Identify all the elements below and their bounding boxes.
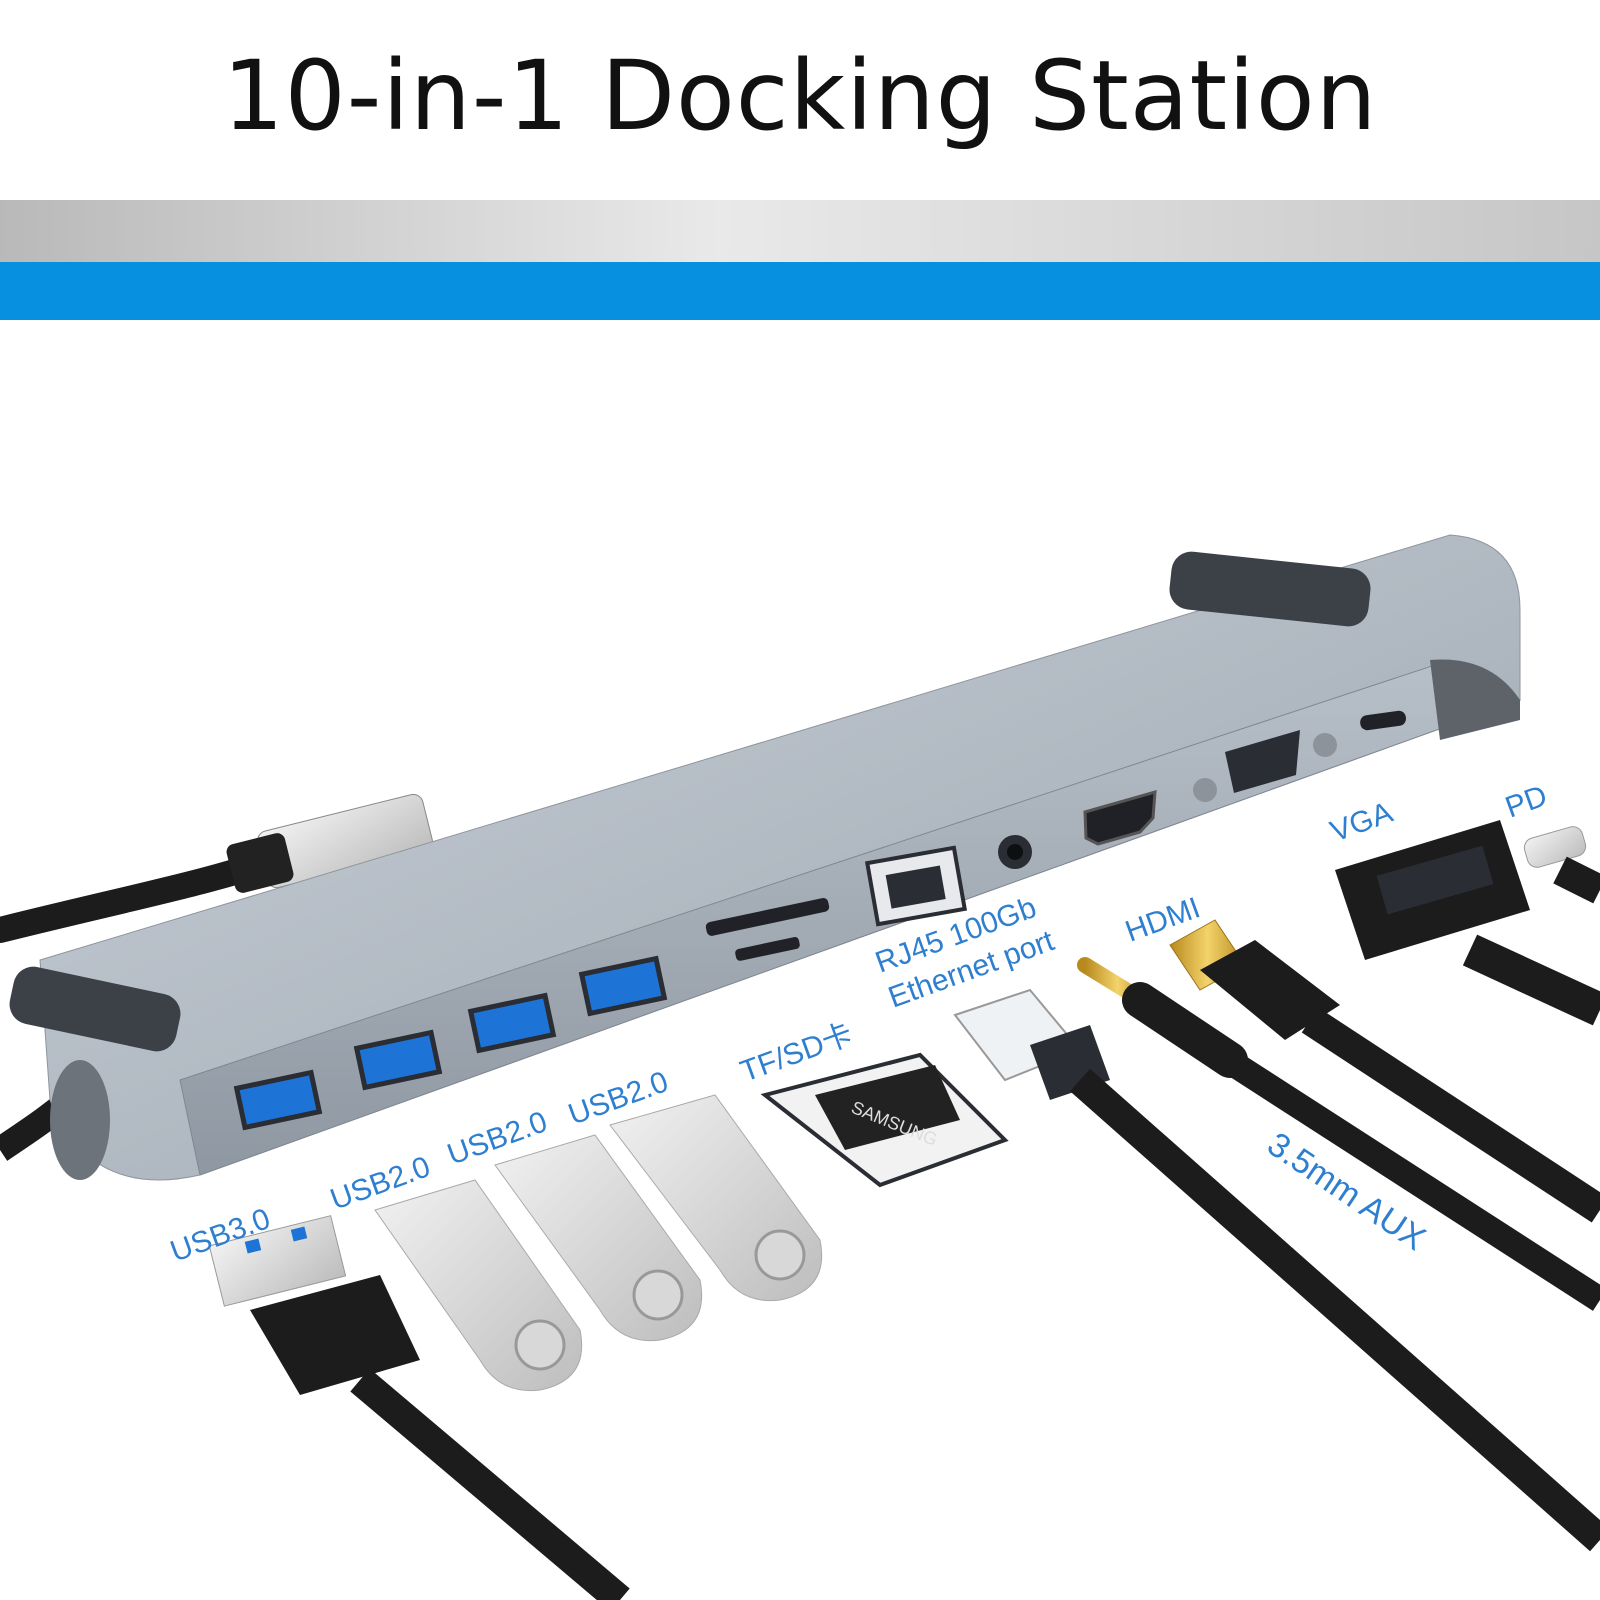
usb-port-4 bbox=[578, 955, 668, 1017]
docking-station-body bbox=[9, 534, 1522, 1181]
label-vga: VGA bbox=[1326, 796, 1397, 849]
usb-port-1 bbox=[233, 1069, 323, 1131]
vga-plug bbox=[1335, 820, 1600, 1026]
flash-drive-3 bbox=[609, 1094, 823, 1302]
usb-port-2 bbox=[353, 1029, 443, 1091]
hdmi-plug bbox=[1169, 919, 1600, 1223]
flash-drive-2 bbox=[494, 1134, 703, 1342]
audio-jack bbox=[998, 835, 1032, 869]
flash-drive-1 bbox=[374, 1179, 583, 1392]
page-title: 10-in-1 Docking Station bbox=[222, 40, 1378, 152]
usb-port-3 bbox=[467, 992, 557, 1054]
gray-banner bbox=[0, 200, 1600, 262]
pd-plug bbox=[1523, 826, 1600, 904]
sd-card: SAMSUNG bbox=[760, 1052, 1009, 1188]
label-pd: PD bbox=[1501, 779, 1551, 824]
ethernet-port bbox=[864, 845, 968, 927]
hdmi-port bbox=[1083, 789, 1157, 846]
vga-port bbox=[1193, 730, 1337, 802]
rj45-plug bbox=[953, 988, 1600, 1552]
blue-banner bbox=[0, 262, 1600, 320]
usb-plug bbox=[208, 1215, 630, 1600]
usb-c-port bbox=[1360, 710, 1406, 731]
aux-plug bbox=[1077, 957, 1600, 1311]
usb-c-cable bbox=[0, 793, 433, 1161]
hub-ports bbox=[233, 710, 1406, 1131]
card-slot bbox=[705, 897, 830, 961]
